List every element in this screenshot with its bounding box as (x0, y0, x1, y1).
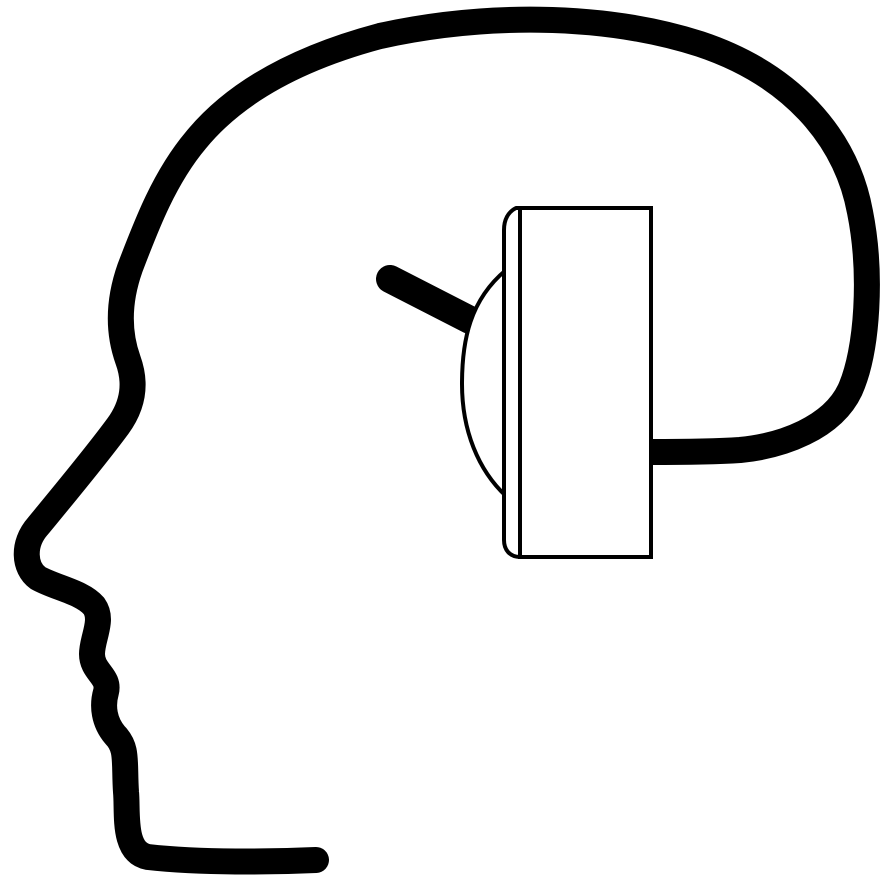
toggle-switch-icon (520, 208, 651, 557)
toggle-base-plate (504, 208, 520, 557)
